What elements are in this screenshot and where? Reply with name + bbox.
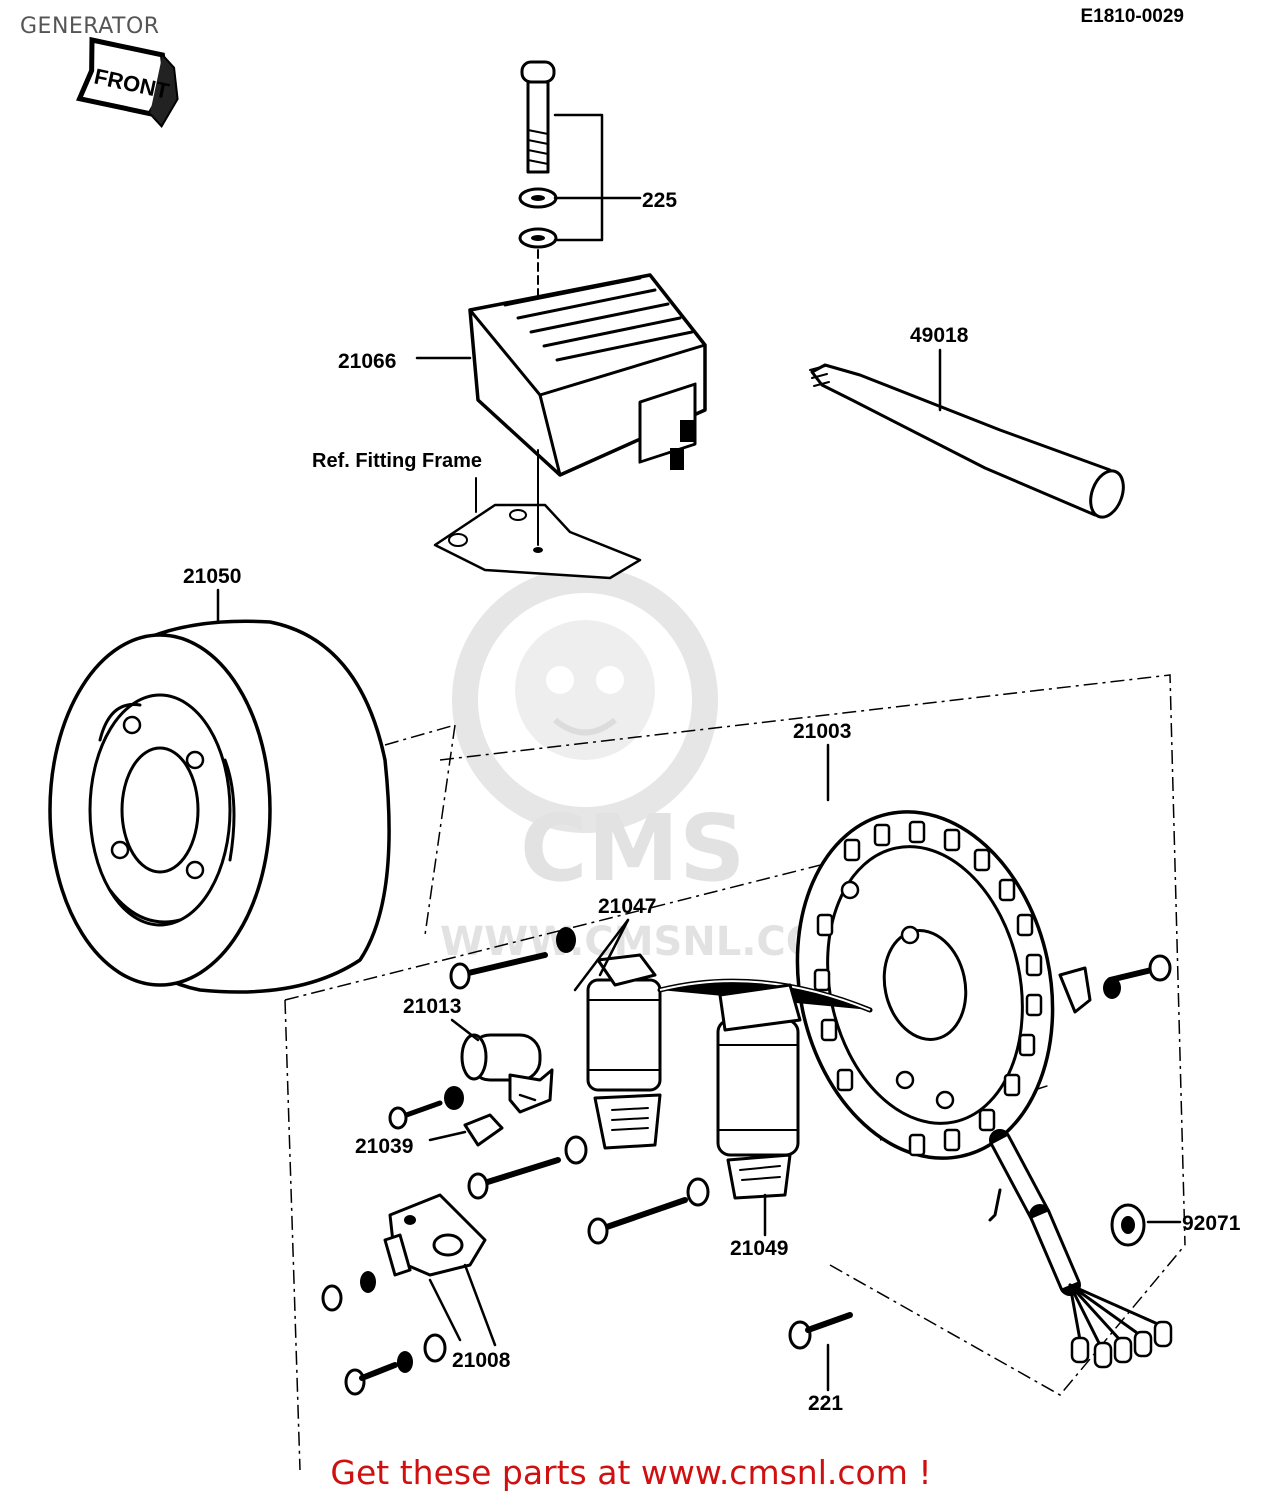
callout-21050: 21050 [183,565,241,588]
bolt-225-assembly: 225 [518,60,677,321]
rotor-21050: 21050 [48,565,391,994]
regulator-21066: 21066 [338,273,707,477]
diagram-code: E1810-0029 [1080,6,1184,27]
felt-21039: 21039 [355,1086,504,1158]
callout-92071: 92071 [1182,1212,1241,1235]
condenser-21013: 21013 [403,995,554,1114]
watermark-brand: CMS [520,795,745,902]
fitting-frame-ref: Ref. Fitting Frame [312,449,642,580]
watermark-url: WWW.CMSNL.COM [440,919,860,965]
stator-plate-21003: 21003 [793,720,1055,1160]
callout-225: 225 [642,189,677,212]
front-arrow-badge: FRONT [76,36,179,129]
coil-21049: 21049 [716,983,802,1260]
breaker-21008: 21008 [383,1193,511,1372]
grommet-92071: 92071 [1110,1203,1241,1247]
callout-21013: 21013 [403,995,461,1018]
screws-washers [321,927,1172,1396]
tool-49018: 49018 [809,324,1125,519]
callout-ref-fitting-frame: Ref. Fitting Frame [312,450,482,472]
callout-21047: 21047 [598,895,656,918]
wiring-harness [988,1129,1173,1369]
callout-21066: 21066 [338,350,396,373]
callout-49018: 49018 [910,324,969,347]
footer-cta-link[interactable]: Get these parts at www.cmsnl.com ! [330,1453,932,1492]
callout-21008: 21008 [452,1349,511,1372]
screw-221: 221 [788,1312,853,1415]
cms-watermark: CMS WWW.CMSNL.COM [440,567,860,965]
callout-21003: 21003 [793,720,851,743]
callout-221: 221 [808,1392,843,1415]
diagram-title: GENERATOR [20,14,160,39]
callout-21039: 21039 [355,1135,413,1158]
callout-21049: 21049 [730,1237,788,1260]
